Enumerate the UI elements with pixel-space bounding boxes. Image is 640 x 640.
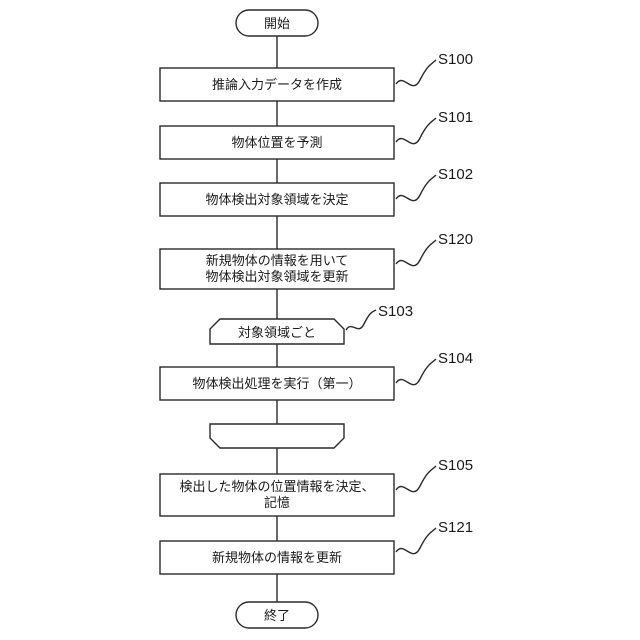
step-s121-id: S121 [438, 519, 473, 536]
step-s103-loop-start: 対象領域ごと S103 [210, 303, 413, 344]
step-s102: 物体検出対象領域を決定 S102 [160, 166, 473, 216]
end-label: 終了 [264, 608, 290, 624]
step-s104: 物体検出処理を実行（第一） S104 [160, 350, 473, 400]
step-s100-text: 推論入力データを作成 [212, 77, 342, 93]
end-terminal: 終了 [236, 602, 318, 628]
step-s100: 推論入力データを作成 S100 [160, 51, 473, 101]
step-s120: 新規物体の情報を用いて 物体検出対象領域を更新 S120 [160, 231, 473, 289]
step-s103-leader [346, 310, 376, 330]
step-s120-id: S120 [438, 231, 473, 248]
step-s102-id: S102 [438, 166, 473, 183]
step-s102-text: 物体検出対象領域を決定 [205, 192, 348, 208]
step-s100-leader [396, 60, 436, 86]
step-s104-text: 物体検出処理を実行（第一） [192, 376, 361, 392]
step-s102-leader [396, 175, 436, 201]
start-label: 開始 [264, 17, 290, 32]
step-s120-text-line2: 物体検出対象領域を更新 [205, 269, 348, 285]
step-s101-text: 物体位置を予測 [231, 136, 322, 151]
step-s104-id: S104 [438, 350, 473, 367]
step-s101: 物体位置を予測 S101 [160, 109, 473, 159]
step-s105-text-line2: 記憶 [264, 495, 290, 511]
step-s121-text: 新規物体の情報を更新 [212, 550, 342, 566]
step-s100-id: S100 [438, 51, 473, 68]
step-s105-text-line1: 検出した物体の位置情報を決定、 [179, 480, 374, 495]
step-s120-text-line1: 新規物体の情報を用いて [206, 253, 349, 269]
step-s121-leader [396, 528, 436, 554]
start-terminal: 開始 [236, 10, 318, 36]
step-s101-id: S101 [438, 109, 473, 126]
loop-end [210, 424, 344, 448]
step-s105-id: S105 [438, 457, 473, 474]
step-s103-text: 対象領域ごと [238, 325, 316, 341]
step-s105: 検出した物体の位置情報を決定、 記憶 S105 [160, 457, 473, 516]
step-s120-leader [396, 240, 436, 266]
step-s101-leader [396, 118, 436, 144]
step-s121: 新規物体の情報を更新 S121 [160, 519, 473, 574]
step-s103-id: S103 [378, 303, 413, 320]
step-s104-leader [396, 359, 436, 385]
step-s105-leader [396, 466, 436, 492]
